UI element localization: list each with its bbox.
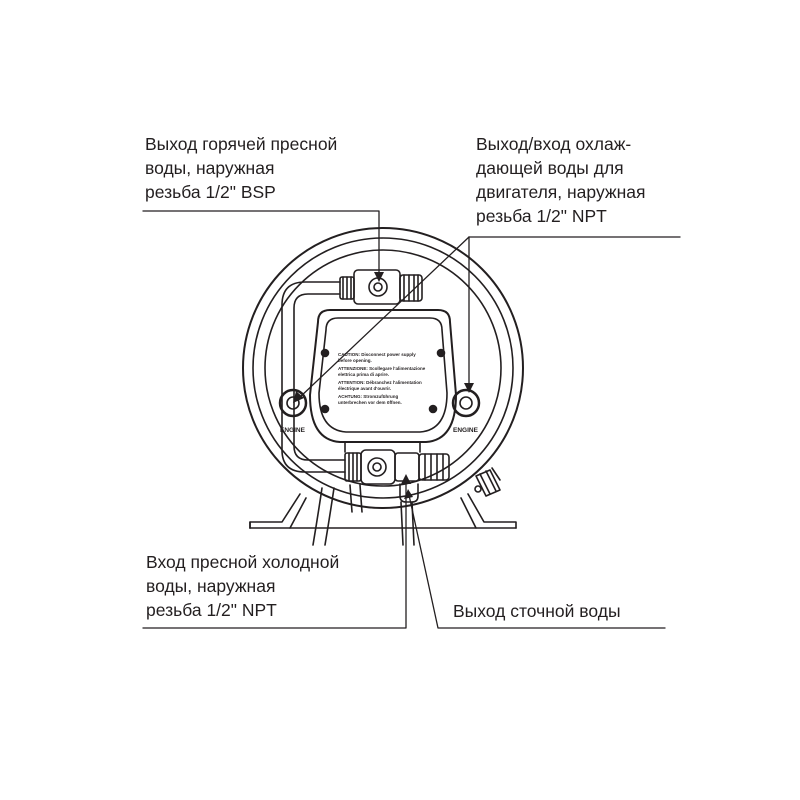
hot-pipe [281,281,346,473]
warning-line: ACHTUNG: Stromzuführung [338,394,398,399]
callout-hot-outlet: Выход горячей пресной воды, наружная рез… [145,134,338,202]
warning-line: ATTENTION: Débranchez l'alimentation [338,380,422,385]
tank-shell [242,227,524,509]
relief-valve [474,467,501,497]
warning-line: ATTENZIONE: Scollegare l'alimentazione [338,366,426,371]
warning-line: before opening. [338,358,372,363]
panel-warning-text: CAUTION: Disconnect power supply before … [280,352,479,434]
warning-line: unterbrechen vor dem öffnen. [338,400,402,405]
callout-drain: Выход сточной воды [453,601,621,621]
engine-port-right [451,388,481,418]
engine-label-right: ENGINE [453,427,479,434]
callout-engine-loop: Выход/вход охлаж- дающей воды для двигат… [476,134,646,226]
engine-port-left [278,388,308,418]
warning-line: elettrica prima di aprire. [338,372,389,377]
callout-cold-inlet: Вход пресной холодной воды, наружная рез… [146,552,340,620]
mounting-feet [249,493,517,529]
control-panel [309,309,457,453]
engine-label-left: ENGINE [280,427,306,434]
warning-line: électrique avant d'ouvrir. [338,386,391,391]
hoses [312,484,415,546]
warning-line: CAUTION: Disconnect power supply [338,352,416,357]
cold-inlet-assembly [344,449,450,503]
leader-lines [142,210,681,629]
